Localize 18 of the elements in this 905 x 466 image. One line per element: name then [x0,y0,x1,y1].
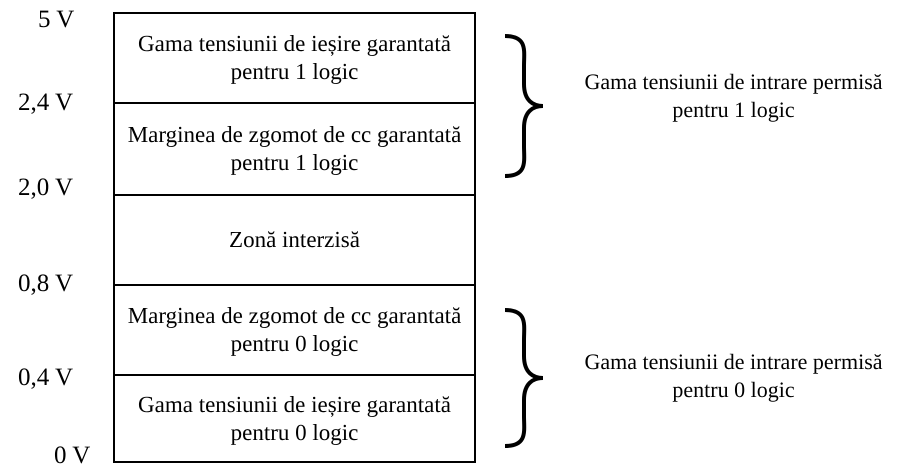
zone-text: Marginea de zgomot de cc garantată pentru 0 logic [126,302,462,358]
voltage-label: 0 V [54,442,90,466]
zone-text: Zonă interzisă [229,226,360,254]
voltage-zone-box [113,374,476,463]
zone-text: Gama tensiunii de ieșire garantată pentru 1 logic [137,30,452,86]
voltage-zone-box [113,102,476,196]
voltage-zone-box [113,12,476,104]
voltage-label: 2,0 V [18,174,74,202]
zone-text: Marginea de zgomot de cc garantată pentru 1 logic [126,121,462,177]
input-range-label: Gama tensiunii de intrare permisă pentru 0 logic [583,348,884,403]
voltage-label: 2,4 V [18,89,74,117]
voltage-label: 5 V [38,6,74,34]
voltage-zone-box [113,194,476,286]
voltage-label: 0,8 V [18,270,74,298]
input-range-label: Gama tensiunii de intrare permisă pentru 1 logic [583,68,884,123]
voltage-label: 0,4 V [18,364,74,392]
voltage-zone-box [113,284,476,376]
zone-text: Gama tensiunii de ieșire garantată pentru 0 logic [137,390,452,446]
